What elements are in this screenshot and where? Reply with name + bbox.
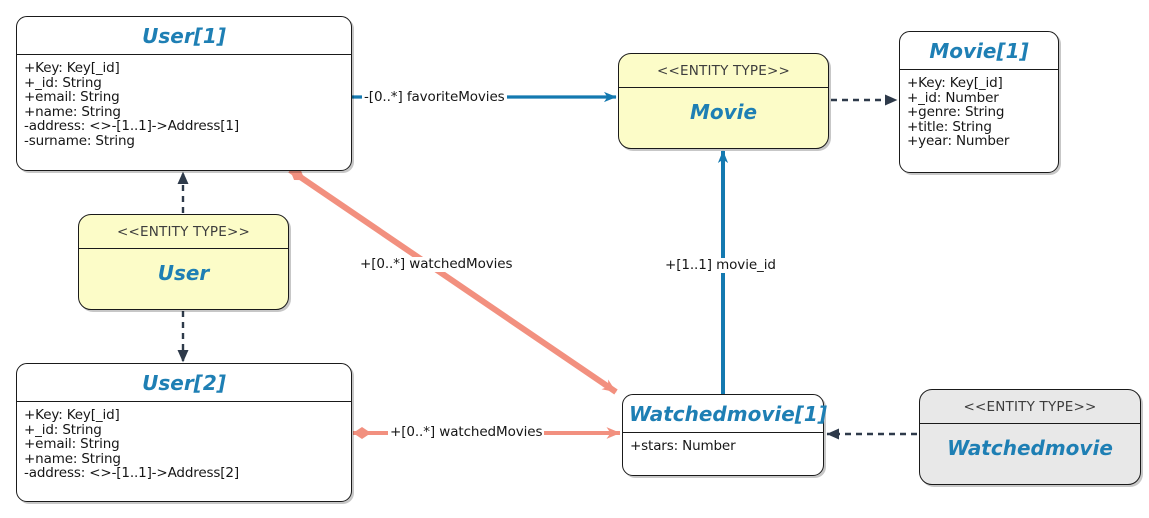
divider [900,69,1058,70]
class-title-user2: User[2] [142,371,226,395]
attribute-list-user1: +Key: Key[_id] +_id: String +email: Stri… [17,55,351,155]
class-title-user1: User[1] [142,24,226,48]
edge-watched-movies-diagonal [288,167,618,395]
attribute: +_id: Number [907,89,999,106]
class-node-user1[interactable]: User[1] +Key: Key[_id] +_id: String +ema… [16,16,352,171]
attribute: -address: <>-[1..1]->Address[2] [24,465,239,482]
edge-label-watched-movies-bottom: +[0..*] watchedMovies [388,424,545,440]
edge-label-watched-movies-diagonal: +[0..*] watchedMovies [358,256,515,272]
attribute: +Key: Key[_id] [24,60,120,76]
attribute: +email: String [24,89,120,106]
class-title-watchedmovie1: Watchedmovie[1] [629,402,827,426]
entity-name-movie: Movie [689,99,758,124]
attribute: +email: String [24,436,120,453]
attribute-list-watchedmovie1: +stars: Number [623,433,823,460]
attribute: -address: <>-[1..1]->Address[1] [24,118,239,135]
attribute: +stars: Number [630,438,736,454]
attribute-list-user2: +Key: Key[_id] +_id: String +email: Stri… [17,402,351,487]
attribute: +title: String [907,118,992,135]
entity-node-user[interactable]: <<ENTITY TYPE>> User [78,214,289,310]
attribute: -surname: String [24,132,135,149]
edge-label-movie-id: +[1..1] movie_id [663,257,778,273]
attribute: +genre: String [907,104,1005,121]
entity-name-watchedmovie: Watchedmovie [947,435,1113,460]
attribute: +Key: Key[_id] [24,407,120,423]
edge-label-favorite-movies: -[0..*] favoriteMovies [362,89,507,105]
divider [920,422,1140,424]
entity-stereotype: <<ENTITY TYPE>> [963,399,1097,415]
entity-node-watchedmovie[interactable]: <<ENTITY TYPE>> Watchedmovie [919,389,1141,485]
class-node-user2[interactable]: User[2] +Key: Key[_id] +_id: String +ema… [16,363,352,502]
divider [623,432,823,433]
attribute: +_id: String [24,74,102,91]
attribute: +year: Number [907,133,1010,150]
entity-name-user: User [157,260,210,285]
attribute: +Key: Key[_id] [907,75,1003,91]
entity-stereotype: <<ENTITY TYPE>> [116,224,251,240]
entity-stereotype: <<ENTITY TYPE>> [656,63,791,79]
divider [17,54,351,55]
class-node-watchedmovie1[interactable]: Watchedmovie[1] +stars: Number [622,394,827,476]
class-title-movie1: Movie[1] [929,39,1029,63]
class-node-movie1[interactable]: Movie[1] +Key: Key[_id] +_id: Number +ge… [899,31,1059,173]
divider [17,401,351,402]
attribute: +name: String [24,103,121,120]
attribute: +name: String [24,450,121,467]
attribute: +_id: String [24,421,102,438]
attribute-list-movie1: +Key: Key[_id] +_id: Number +genre: Stri… [900,70,1058,155]
entity-node-movie[interactable]: <<ENTITY TYPE>> Movie [618,53,829,149]
divider [79,247,288,249]
divider [619,86,828,88]
